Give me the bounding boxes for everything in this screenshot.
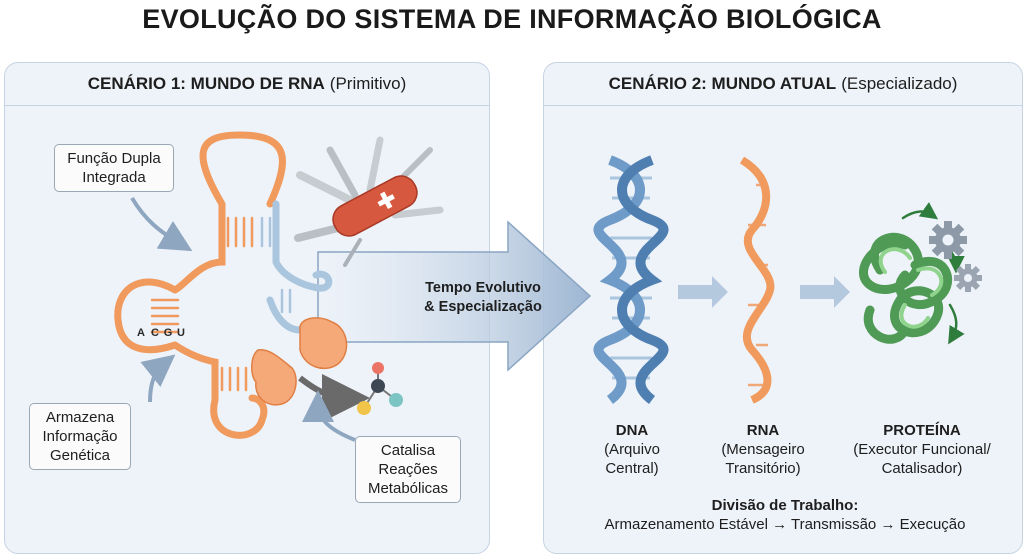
transition-label: Tempo Evolutivo & Especialização — [408, 279, 558, 317]
scenario-1-heading-bold: CENÁRIO 1: MUNDO DE RNA — [87, 74, 325, 93]
rna-desc-line2: Transitório) — [725, 460, 801, 477]
gear-icon — [929, 221, 967, 259]
callout-arrow-catalyze — [302, 390, 356, 442]
swiss-army-knife-icon — [294, 136, 444, 267]
gear-icon — [954, 264, 982, 292]
base-letter-c: C — [151, 327, 159, 339]
division-heading: Divisão de Trabalho: — [711, 497, 859, 514]
protein-label: PROTEÍNA (Executor Funcional/ Catalisado… — [834, 421, 1010, 478]
dna-label: DNA (Arquivo Central) — [582, 421, 682, 478]
callout-arrow-dual — [130, 196, 193, 252]
transition-label-line1: Tempo Evolutivo — [425, 280, 541, 296]
protein-structure — [859, 202, 965, 345]
callout-stores-info-line2: Informação — [42, 428, 118, 445]
rna-to-protein-arrow — [800, 276, 850, 308]
scenario-1-heading-note: (Primitivo) — [329, 74, 407, 93]
page-title: EVOLUÇÃO DO SISTEMA DE INFORMAÇÃO BIOLÓG… — [142, 4, 882, 34]
protein-desc-line1: (Executor Funcional/ — [853, 441, 991, 458]
scenario-1-heading: CENÁRIO 1: MUNDO DE RNA (Primitivo) — [5, 63, 489, 106]
protein-desc-line2: Catalisador) — [881, 460, 963, 477]
callout-arrow-store — [140, 354, 176, 403]
rna-cloverleaf-structure — [114, 131, 348, 439]
dna-to-rna-arrow — [678, 276, 728, 308]
division-text: Armazenamento Estável → Transmissão → Ex… — [604, 516, 966, 533]
scenario-2-heading-note: (Especializado) — [841, 74, 958, 93]
callout-dual-function-line2: Integrada — [82, 169, 146, 186]
reaction-arrow — [298, 373, 370, 422]
callout-catalyzes-line1: Catalisa — [380, 442, 436, 459]
dna-name: DNA — [615, 422, 649, 439]
callout-stores-info: Armazena Informação Genética — [29, 403, 131, 470]
protein-name: PROTEÍNA — [883, 422, 961, 439]
callout-catalyzes-line2: Reações — [378, 461, 438, 478]
callout-stores-info-line3: Genética — [49, 447, 111, 464]
molecule-icon — [357, 362, 403, 415]
callout-catalyzes-line3: Metabólicas — [367, 480, 449, 497]
dna-desc-line2: Central) — [605, 460, 659, 477]
dna-double-helix — [593, 155, 669, 404]
scenario-2-heading-bold: CENÁRIO 2: MUNDO ATUAL — [608, 74, 837, 93]
rna-label: RNA (Mensageiro Transitório) — [705, 421, 821, 478]
evolution-transition-arrow — [317, 220, 592, 372]
scenario-2-heading: CENÁRIO 2: MUNDO ATUAL (Especializado) — [544, 63, 1022, 106]
base-letter-a: A — [137, 327, 145, 339]
base-letter-g: G — [164, 327, 173, 339]
division-of-labor: Divisão de Trabalho: Armazenamento Estáv… — [555, 496, 1015, 534]
rna-name: RNA — [746, 422, 780, 439]
callout-dual-function-line1: Função Dupla — [67, 150, 161, 167]
callout-catalyzes: Catalisa Reações Metabólicas — [355, 436, 461, 503]
rna-desc-line1: (Mensageiro — [721, 441, 805, 458]
rna-single-strand — [739, 156, 775, 404]
callout-stores-info-line1: Armazena — [45, 409, 115, 426]
transition-label-line2: & Especialização — [424, 299, 542, 315]
callout-dual-function: Função Dupla Integrada — [54, 144, 174, 192]
base-letter-u: U — [177, 327, 185, 339]
dna-desc-line1: (Arquivo — [604, 441, 660, 458]
